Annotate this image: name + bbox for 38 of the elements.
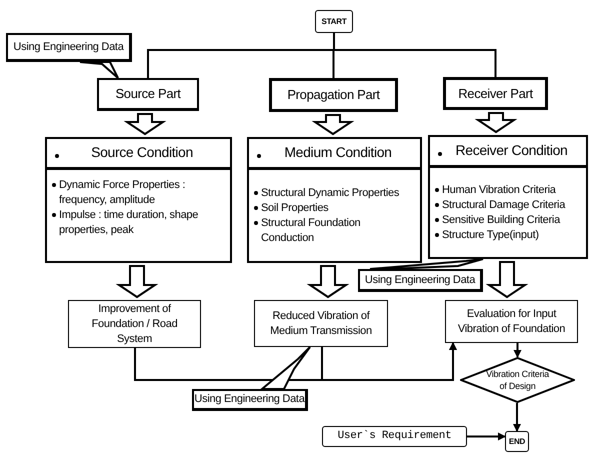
- block-arrow: [116, 265, 158, 298]
- arrow: [467, 432, 506, 440]
- list-item: Structural Foundation Conduction: [261, 216, 362, 246]
- connector-line: [333, 33, 496, 77]
- part-box: Propagation Part: [269, 78, 398, 112]
- process-box: Evaluation for Input Vibration of Foundation: [445, 300, 578, 343]
- condition-box: [45, 137, 232, 263]
- input-box: User`s Requirement: [322, 426, 467, 447]
- box-heading: Medium Condition: [283, 144, 393, 162]
- list-item: Impulse : time duration, shape properties, peak: [59, 208, 200, 238]
- list-item: Structural Damage Criteria: [442, 198, 566, 212]
- arrow: [514, 343, 522, 358]
- list-item: Soil Properties: [261, 200, 328, 216]
- box-heading: Receiver Condition: [454, 142, 568, 160]
- arrow: [321, 342, 457, 381]
- block-arrow: [124, 113, 166, 136]
- condition-box: [428, 135, 588, 259]
- callout-pointer: [259, 346, 311, 390]
- callout-box: Using Engineering Data: [192, 389, 308, 411]
- box-heading: Source Condition: [90, 144, 194, 162]
- decision-diamond: [460, 357, 575, 403]
- terminal-box: START: [315, 10, 353, 33]
- block-arrow: [486, 261, 528, 298]
- diamond-label: Vibration Criteria of Design: [486, 368, 550, 392]
- block-arrow: [312, 114, 354, 136]
- list-item: Human Vibration Criteria: [442, 182, 556, 198]
- list-item: Sensitive Building Criteria: [442, 212, 560, 228]
- block-arrow: [474, 112, 518, 134]
- list-item: Dynamic Force Properties : frequency, amplitude: [59, 178, 186, 208]
- terminal-box: END: [505, 431, 529, 452]
- list-item: Structural Dynamic Properties: [261, 186, 400, 200]
- process-box: Improvement of Foundation / Road System: [68, 300, 201, 348]
- callout-pointer: [369, 258, 484, 270]
- arrow: [513, 403, 521, 432]
- block-arrow: [306, 265, 350, 298]
- list-item: Structure Type(input): [442, 228, 539, 242]
- part-box: Receiver Part: [443, 77, 548, 110]
- condition-box: [247, 137, 422, 263]
